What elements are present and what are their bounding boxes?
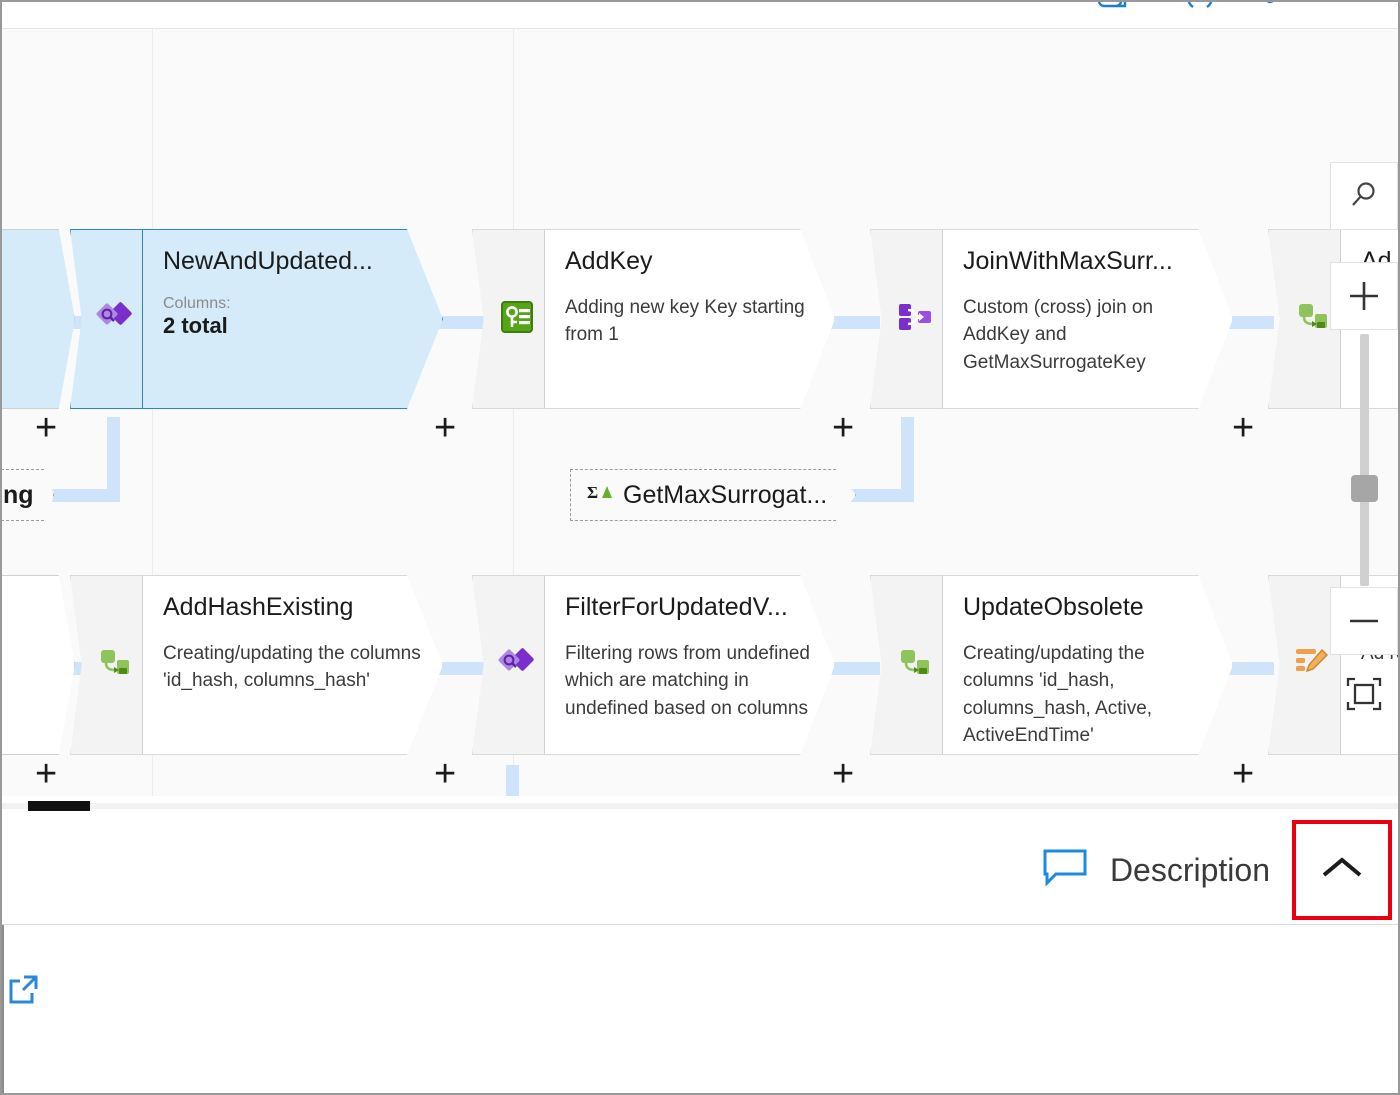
- zoom-control-panel[interactable]: [1330, 162, 1398, 742]
- node-title: NewAndUpdated...: [163, 247, 373, 275]
- node-title: JoinWithMaxSurr...: [963, 247, 1173, 275]
- key-green-icon: [500, 300, 534, 339]
- connector: [830, 662, 880, 675]
- connector: [842, 489, 914, 502]
- filter-purple-icon: [96, 299, 132, 340]
- add-node-handle[interactable]: +: [434, 407, 457, 449]
- derive-green-icon: [1298, 302, 1330, 337]
- node-icon-strip: [472, 575, 545, 755]
- description-bar: Description: [2, 816, 1398, 925]
- node-body: AddKey Adding new key Key starting from …: [545, 229, 835, 409]
- node-add-hash-existing[interactable]: AddHashExisting Creating/updating the co…: [70, 575, 443, 755]
- search-icon[interactable]: [1330, 162, 1398, 230]
- derive-green-icon: [100, 648, 132, 683]
- panel-divider: [2, 925, 4, 1093]
- node-description: Filtering rows from undefined which are …: [565, 642, 810, 719]
- aggregate-green-icon: Σ: [587, 480, 613, 511]
- fit-to-screen-button[interactable]: [1330, 660, 1398, 728]
- node-title: AddHashExisting: [163, 593, 354, 621]
- node-description: Custom (cross) join on AddKey and GetMax…: [963, 296, 1154, 373]
- reference-node-label: GetMaxSurrogat...: [623, 480, 828, 509]
- node-icon-strip: [870, 229, 943, 409]
- eraser-icon[interactable]: [1092, 2, 1132, 16]
- comment-icon: [1042, 848, 1088, 893]
- join-purple-icon: [898, 301, 932, 338]
- zoom-slider-thumb[interactable]: [1351, 475, 1378, 502]
- scrollbar-thumb[interactable]: [28, 801, 90, 811]
- connector: [1222, 316, 1274, 329]
- partial-node-left-top[interactable]: [2, 229, 75, 409]
- add-node-handle[interactable]: +: [1232, 407, 1255, 449]
- zoom-out-button[interactable]: [1330, 587, 1398, 655]
- refresh-icon[interactable]: [1180, 2, 1220, 16]
- zoom-slider-track[interactable]: [1360, 334, 1369, 586]
- node-description: Creating/updating the columns 'id_hash, …: [163, 642, 421, 692]
- open-in-new-window-icon[interactable]: [6, 973, 40, 1012]
- node-filter-for-updated[interactable]: FilterForUpdatedV... Filtering rows from…: [472, 575, 835, 755]
- description-panel: [2, 925, 1398, 1093]
- filter-purple-icon: [498, 645, 534, 686]
- reference-node-partial[interactable]: ng: [2, 469, 54, 521]
- add-node-handle[interactable]: +: [832, 753, 855, 795]
- node-description: Creating/updating the columns 'id_hash, …: [963, 642, 1153, 747]
- node-sub-label: Columns:: [163, 294, 231, 312]
- node-new-and-updated[interactable]: NewAndUpdated... Columns: 2 total: [70, 229, 443, 409]
- horizontal-scrollbar[interactable]: [2, 796, 1398, 816]
- description-label: Description: [1109, 851, 1270, 888]
- node-icon-strip: [870, 575, 943, 755]
- node-update-obsolete[interactable]: UpdateObsolete Creating/updating the col…: [870, 575, 1233, 755]
- scrollbar-track[interactable]: [2, 803, 1398, 809]
- alter-row-icon: [1296, 648, 1330, 683]
- node-icon-strip: [1268, 575, 1341, 755]
- partial-node-left-bottom[interactable]: e: [2, 575, 75, 755]
- add-node-handle[interactable]: +: [832, 407, 855, 449]
- reference-node-get-max-surrogate[interactable]: Σ GetMaxSurrogat...: [570, 469, 856, 521]
- node-body: JoinWithMaxSurr... Custom (cross) join o…: [943, 229, 1233, 409]
- node-icon-strip: [472, 229, 545, 409]
- node-body: NewAndUpdated... Columns: 2 total: [143, 229, 443, 409]
- node-body: FilterForUpdatedV... Filtering rows from…: [545, 575, 835, 755]
- node-body: AddHashExisting Creating/updating the co…: [143, 575, 443, 755]
- node-add-key[interactable]: AddKey Adding new key Key starting from …: [472, 229, 835, 409]
- connector: [830, 316, 880, 329]
- svg-text:Σ: Σ: [587, 483, 598, 502]
- connector: [901, 417, 914, 495]
- node-description: Adding new key Key starting from 1: [565, 296, 805, 346]
- pipeline-canvas[interactable]: + NewAndUpdated... Columns: 2 total: [2, 29, 1398, 816]
- top-toolbar: [2, 2, 1398, 29]
- description-collapse-button[interactable]: [1292, 820, 1392, 920]
- add-node-handle[interactable]: +: [434, 753, 457, 795]
- column-guide: [513, 29, 514, 816]
- add-node-handle[interactable]: +: [1232, 753, 1255, 795]
- node-body: UpdateObsolete Creating/updating the col…: [943, 575, 1233, 755]
- zoom-in-button[interactable]: [1330, 262, 1398, 330]
- connector: [107, 417, 120, 489]
- node-icon-strip: [70, 575, 143, 755]
- add-node-handle[interactable]: +: [35, 753, 58, 795]
- node-title: FilterForUpdatedV...: [565, 593, 788, 621]
- node-sub-value: 2 total: [163, 312, 228, 338]
- node-title: UpdateObsolete: [963, 593, 1144, 621]
- node-icon-strip: [70, 229, 143, 409]
- chevron-up-icon: [1318, 853, 1366, 888]
- node-title: e: [2, 650, 54, 678]
- connector: [1222, 662, 1274, 675]
- node-join-with-max-surrogate[interactable]: JoinWithMaxSurr... Custom (cross) join o…: [870, 229, 1233, 409]
- column-guide: [152, 29, 153, 816]
- node-title: AddKey: [565, 247, 653, 275]
- settings-slider-icon[interactable]: [1258, 2, 1298, 16]
- add-node-handle[interactable]: +: [35, 407, 58, 449]
- derive-green-icon: [900, 648, 932, 683]
